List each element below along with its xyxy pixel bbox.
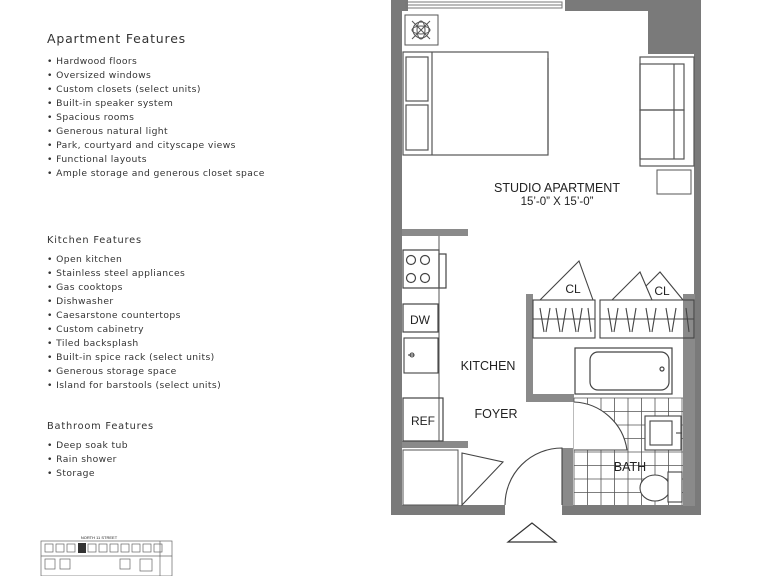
list-item: • Stainless steel appliances bbox=[47, 268, 186, 279]
list-item: • Park, courtyard and cityscape views bbox=[47, 140, 236, 151]
list-item: • Generous storage space bbox=[47, 366, 177, 377]
list-item: • Tiled backsplash bbox=[47, 338, 139, 349]
list-item: • Generous natural light bbox=[47, 126, 169, 137]
list-item: • Open kitchen bbox=[47, 254, 123, 265]
list-item: • Island for barstools (select units) bbox=[47, 380, 222, 391]
entrance-arrow-icon bbox=[506, 522, 558, 543]
dishwasher bbox=[402, 303, 439, 333]
vanity-sink-icon bbox=[644, 415, 682, 451]
cooktop-icon bbox=[402, 249, 447, 289]
exterior-walls bbox=[391, 0, 701, 515]
list-item: • Functional layouts bbox=[47, 154, 147, 165]
apartment-features-section: Apartment Features • Hardwood floors • O… bbox=[47, 31, 265, 181]
key-plan-unit-highlight bbox=[78, 543, 86, 553]
unit-name: STUDIO APARTMENT bbox=[494, 181, 620, 195]
list-item: • Hardwood floors bbox=[47, 56, 138, 67]
entrance-door bbox=[504, 447, 563, 506]
list-item: • Caesarstone countertops bbox=[47, 310, 181, 321]
closet-right bbox=[599, 271, 695, 339]
bathroom-features-title: Bathroom Features bbox=[47, 421, 154, 432]
unit-dimensions: 15’-0” X 15’-0” bbox=[521, 196, 594, 208]
list-item: • Gas cooktops bbox=[47, 282, 123, 293]
list-item: • Built-in spice rack (select units) bbox=[47, 352, 215, 363]
list-item: • Rain shower bbox=[47, 454, 117, 465]
key-plan: NORTH 11 STREET bbox=[40, 535, 173, 576]
bed-icon bbox=[402, 51, 549, 156]
kitchen-features-list: • Open kitchen • Stainless steel applian… bbox=[47, 253, 221, 393]
list-item: • Dishwasher bbox=[47, 296, 114, 307]
dishwasher-label: DW bbox=[410, 313, 431, 327]
bathroom-features-section: Bathroom Features • Deep soak tub • Rain… bbox=[47, 421, 154, 481]
bathroom-door bbox=[573, 401, 628, 451]
closet-left-label: CL bbox=[565, 282, 581, 296]
key-plan-outline bbox=[40, 540, 173, 576]
window bbox=[405, 1, 563, 9]
kitchen-features-title: Kitchen Features bbox=[47, 235, 142, 246]
bath-label: BATH bbox=[614, 460, 646, 474]
closet-right-label: CL bbox=[654, 284, 670, 298]
foyer-label: FOYER bbox=[474, 407, 517, 421]
bathroom-features-list: • Deep soak tub • Rain shower • Storage bbox=[47, 439, 154, 481]
entry-closet-door bbox=[461, 452, 505, 507]
list-item: • Spacious rooms bbox=[47, 112, 135, 123]
kitchen-sink-icon bbox=[403, 337, 439, 374]
list-item: • Storage bbox=[47, 468, 95, 479]
list-item: • Custom closets (select units) bbox=[47, 84, 201, 95]
list-item: • Custom cabinetry bbox=[47, 324, 145, 335]
kitchen-label: KITCHEN bbox=[461, 359, 516, 373]
interior-walls bbox=[402, 229, 695, 506]
apartment-features-list: • Hardwood floors • Oversized windows • … bbox=[47, 55, 265, 181]
list-item: • Built-in speaker system bbox=[47, 98, 174, 109]
list-item: • Deep soak tub bbox=[47, 440, 129, 451]
refrigerator bbox=[402, 397, 444, 442]
list-item: • Ample storage and generous closet spac… bbox=[47, 168, 265, 179]
bathtub-icon bbox=[574, 347, 673, 395]
side-table bbox=[656, 169, 692, 195]
kitchen-features-section: Kitchen Features • Open kitchen • Stainl… bbox=[47, 235, 221, 393]
list-item: • Oversized windows bbox=[47, 70, 152, 81]
refrigerator-label: REF bbox=[411, 414, 435, 428]
apartment-features-title: Apartment Features bbox=[47, 31, 186, 46]
entry-closet bbox=[402, 449, 459, 506]
toilet-icon bbox=[639, 471, 683, 503]
closet-left bbox=[532, 259, 596, 339]
plant-icon bbox=[404, 14, 439, 46]
sofa-icon bbox=[639, 56, 695, 167]
key-plan-street-label: NORTH 11 STREET bbox=[81, 535, 118, 540]
